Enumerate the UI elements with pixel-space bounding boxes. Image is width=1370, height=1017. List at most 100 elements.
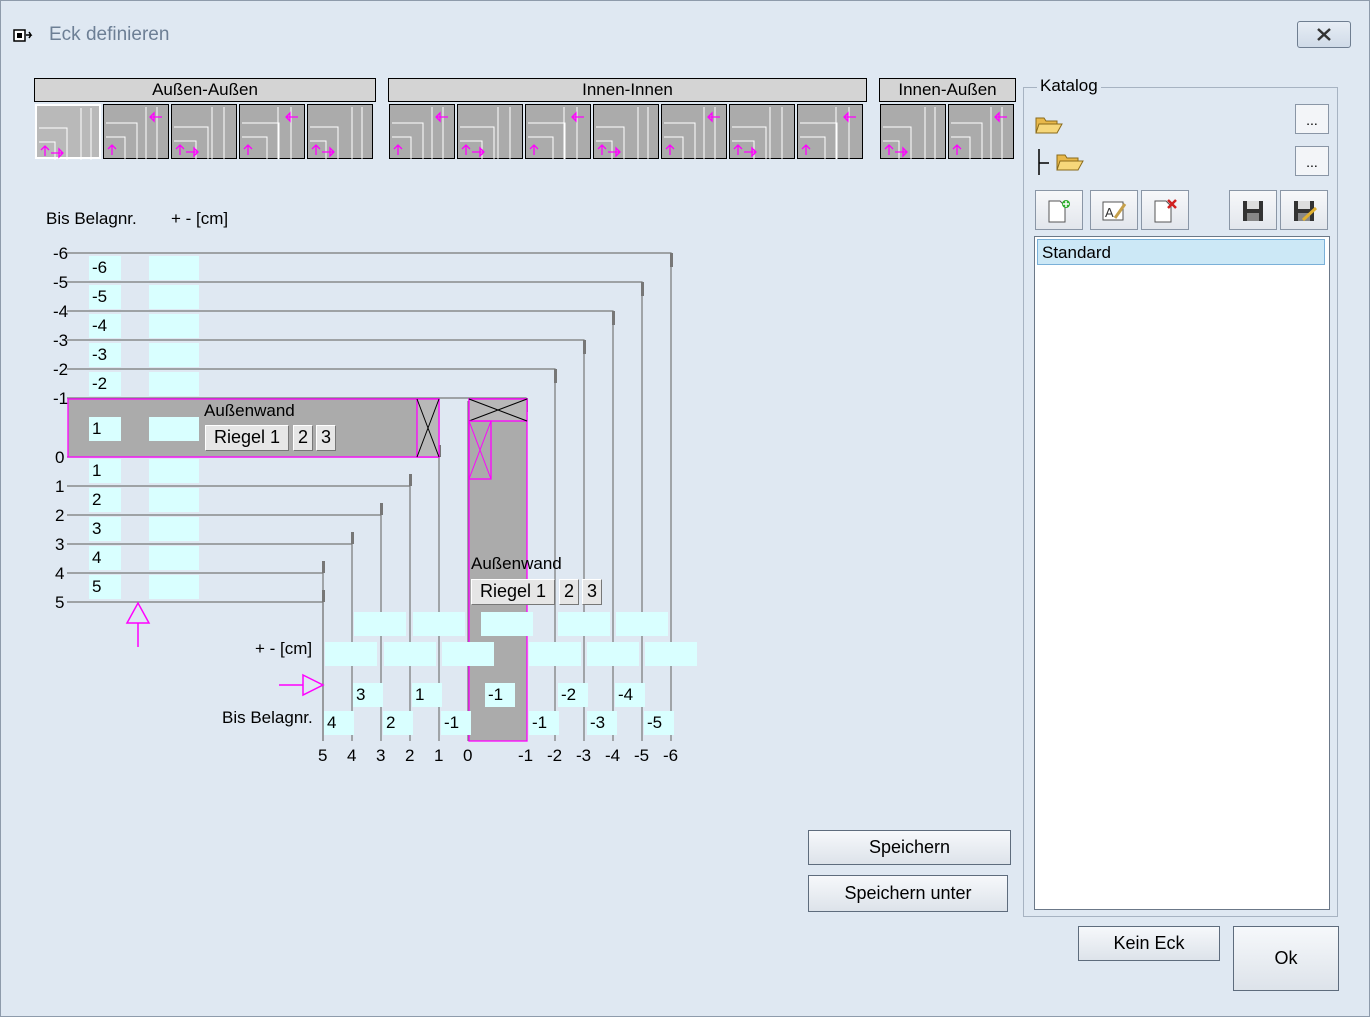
corner-type-icon	[39, 108, 92, 160]
corner-type-icon	[664, 107, 720, 159]
browse-button-1[interactable]: ...	[1295, 104, 1329, 134]
close-button[interactable]	[1297, 21, 1351, 48]
corner-type-tile-ii-6[interactable]	[729, 104, 795, 159]
wall-label-horizontal: Außenwand	[204, 401, 295, 420]
riegel-3-button-horizontal[interactable]: 3	[316, 425, 336, 451]
belag-number-box-left[interactable]: -5	[89, 285, 121, 309]
belag-number-box-bottom-row2[interactable]: -3	[587, 711, 617, 735]
x-axis-label: -3	[576, 746, 591, 765]
riegel-1-button-vertical[interactable]: Riegel 1	[471, 579, 555, 605]
belag-tick-lower-2	[409, 474, 412, 486]
riegel-2-button-vertical[interactable]: 2	[559, 579, 579, 605]
rename-entry-button[interactable]: A	[1090, 190, 1138, 230]
belag-number-box-bottom-row1[interactable]: 1	[412, 683, 442, 707]
cm-input-left	[149, 314, 199, 338]
cm-input-bottom-middle	[587, 642, 639, 666]
belag-number-box-left[interactable]: -3	[89, 343, 121, 367]
arrow-right-icon	[279, 673, 325, 697]
corner-type-tile-aa-3[interactable]	[171, 104, 237, 159]
vertical-wall-cross	[468, 398, 528, 422]
corner-type-tile-ii-5[interactable]	[661, 104, 727, 159]
belag-number-box-left[interactable]: 5	[89, 575, 121, 599]
corner-type-tile-ii-4[interactable]	[593, 104, 659, 159]
corner-type-tile-ii-7[interactable]	[797, 104, 863, 159]
corner-type-icon	[242, 107, 298, 159]
cm-input-left	[149, 546, 199, 570]
corner-type-icon	[392, 107, 448, 159]
corner-type-icon	[596, 107, 649, 159]
corner-type-tile-aa-5[interactable]	[307, 104, 373, 159]
y-axis-label: -3	[53, 331, 68, 350]
subfolder-icon	[1038, 149, 1084, 175]
y-axis-label: -5	[53, 273, 68, 292]
belag-number-box-bottom-row1[interactable]: -4	[615, 683, 645, 707]
y-axis-label: 0	[55, 448, 64, 467]
belag-number-box-left[interactable]: 4	[89, 546, 121, 570]
corner-type-icon	[106, 107, 162, 159]
belag-number-box-bottom-row2[interactable]: -1	[441, 711, 471, 735]
ok-button[interactable]: Ok	[1233, 926, 1339, 991]
arrow-up-icon	[125, 601, 151, 647]
speichern-button[interactable]: Speichern	[808, 830, 1011, 865]
corner-type-tile-ii-3[interactable]	[525, 104, 591, 159]
corner-type-tile-aa-2[interactable]	[103, 104, 169, 159]
belag-number-box-bottom-row2[interactable]: 2	[383, 711, 413, 735]
corner-type-tile-ii-2[interactable]	[457, 104, 523, 159]
riegel-2-button-horizontal[interactable]: 2	[293, 425, 313, 451]
x-axis-label: -2	[547, 746, 562, 765]
left-header-belag: Bis Belagnr.	[46, 209, 137, 228]
x-axis-label: -4	[605, 746, 620, 765]
y-axis-label: 5	[55, 593, 64, 612]
save-catalog-as-button[interactable]	[1280, 190, 1328, 230]
delete-document-icon	[1154, 199, 1177, 223]
save-catalog-button[interactable]	[1229, 190, 1277, 230]
floppy-disk-icon	[1243, 201, 1263, 221]
x-axis-label: -6	[663, 746, 678, 765]
corner-type-tile-ia-1[interactable]	[880, 104, 946, 159]
belag-number-box-bottom-row1[interactable]: 3	[353, 683, 383, 707]
corner-type-tile-aa-1[interactable]	[35, 104, 101, 160]
belag-number-box-left[interactable]: -2	[89, 372, 121, 396]
belag-tick-upper-1	[670, 253, 673, 267]
riegel-1-button-horizontal[interactable]: Riegel 1	[205, 425, 289, 451]
close-icon	[1317, 28, 1331, 41]
belag-number-box-bottom-row1[interactable]: -1	[485, 683, 515, 707]
corner-type-tile-ia-2[interactable]	[948, 104, 1014, 159]
browse-button-2[interactable]: ...	[1295, 146, 1329, 176]
corner-type-tile-ii-1[interactable]	[389, 104, 455, 159]
belag-number-box-left[interactable]: 2	[89, 488, 121, 512]
group-innen-innen-header: Innen-Innen	[388, 78, 867, 102]
speichern-unter-button[interactable]: Speichern unter	[808, 875, 1008, 912]
corner-type-icon	[460, 107, 511, 159]
x-axis-label: 2	[405, 746, 414, 765]
belag-tick-upper-2	[641, 282, 644, 296]
belag-number-box-bottom-row1[interactable]: -2	[558, 683, 588, 707]
belag-number-box-left[interactable]: 3	[89, 517, 121, 541]
belag-tick-lower-6	[322, 590, 325, 602]
delete-entry-button[interactable]	[1141, 190, 1189, 230]
kein-eck-button[interactable]: Kein Eck	[1078, 926, 1220, 961]
belag-number-box-left[interactable]: 1	[89, 417, 121, 441]
belag-number-box-bottom-row2[interactable]: -5	[644, 711, 674, 735]
corner-type-tile-aa-4[interactable]	[239, 104, 305, 159]
katalog-item-standard[interactable]: Standard	[1037, 239, 1325, 265]
corner-type-icon	[310, 107, 363, 159]
belag-number-box-left[interactable]: -4	[89, 314, 121, 338]
new-entry-button[interactable]	[1035, 190, 1083, 230]
belag-number-box-left[interactable]: -6	[89, 256, 121, 280]
y-axis-label: -6	[53, 244, 68, 263]
katalog-list[interactable]: Standard	[1034, 236, 1330, 910]
window-title: Eck definieren	[49, 24, 170, 45]
x-axis-label: 0	[463, 746, 472, 765]
riegel-3-button-vertical[interactable]: 3	[582, 579, 602, 605]
katalog-group	[1023, 87, 1338, 917]
cm-input-bottom-middle	[384, 642, 436, 666]
belag-number-box-left[interactable]: 1	[89, 459, 121, 483]
belag-number-box-bottom-row2[interactable]: 4	[324, 711, 354, 735]
wall-label-vertical: Außenwand	[471, 554, 562, 573]
belag-number-box-bottom-row2[interactable]: -1	[529, 711, 559, 735]
cm-input-bottom-middle	[442, 642, 494, 666]
cm-input-bottom-top	[616, 612, 668, 636]
group-aussen-aussen-header: Außen-Außen	[34, 78, 376, 102]
